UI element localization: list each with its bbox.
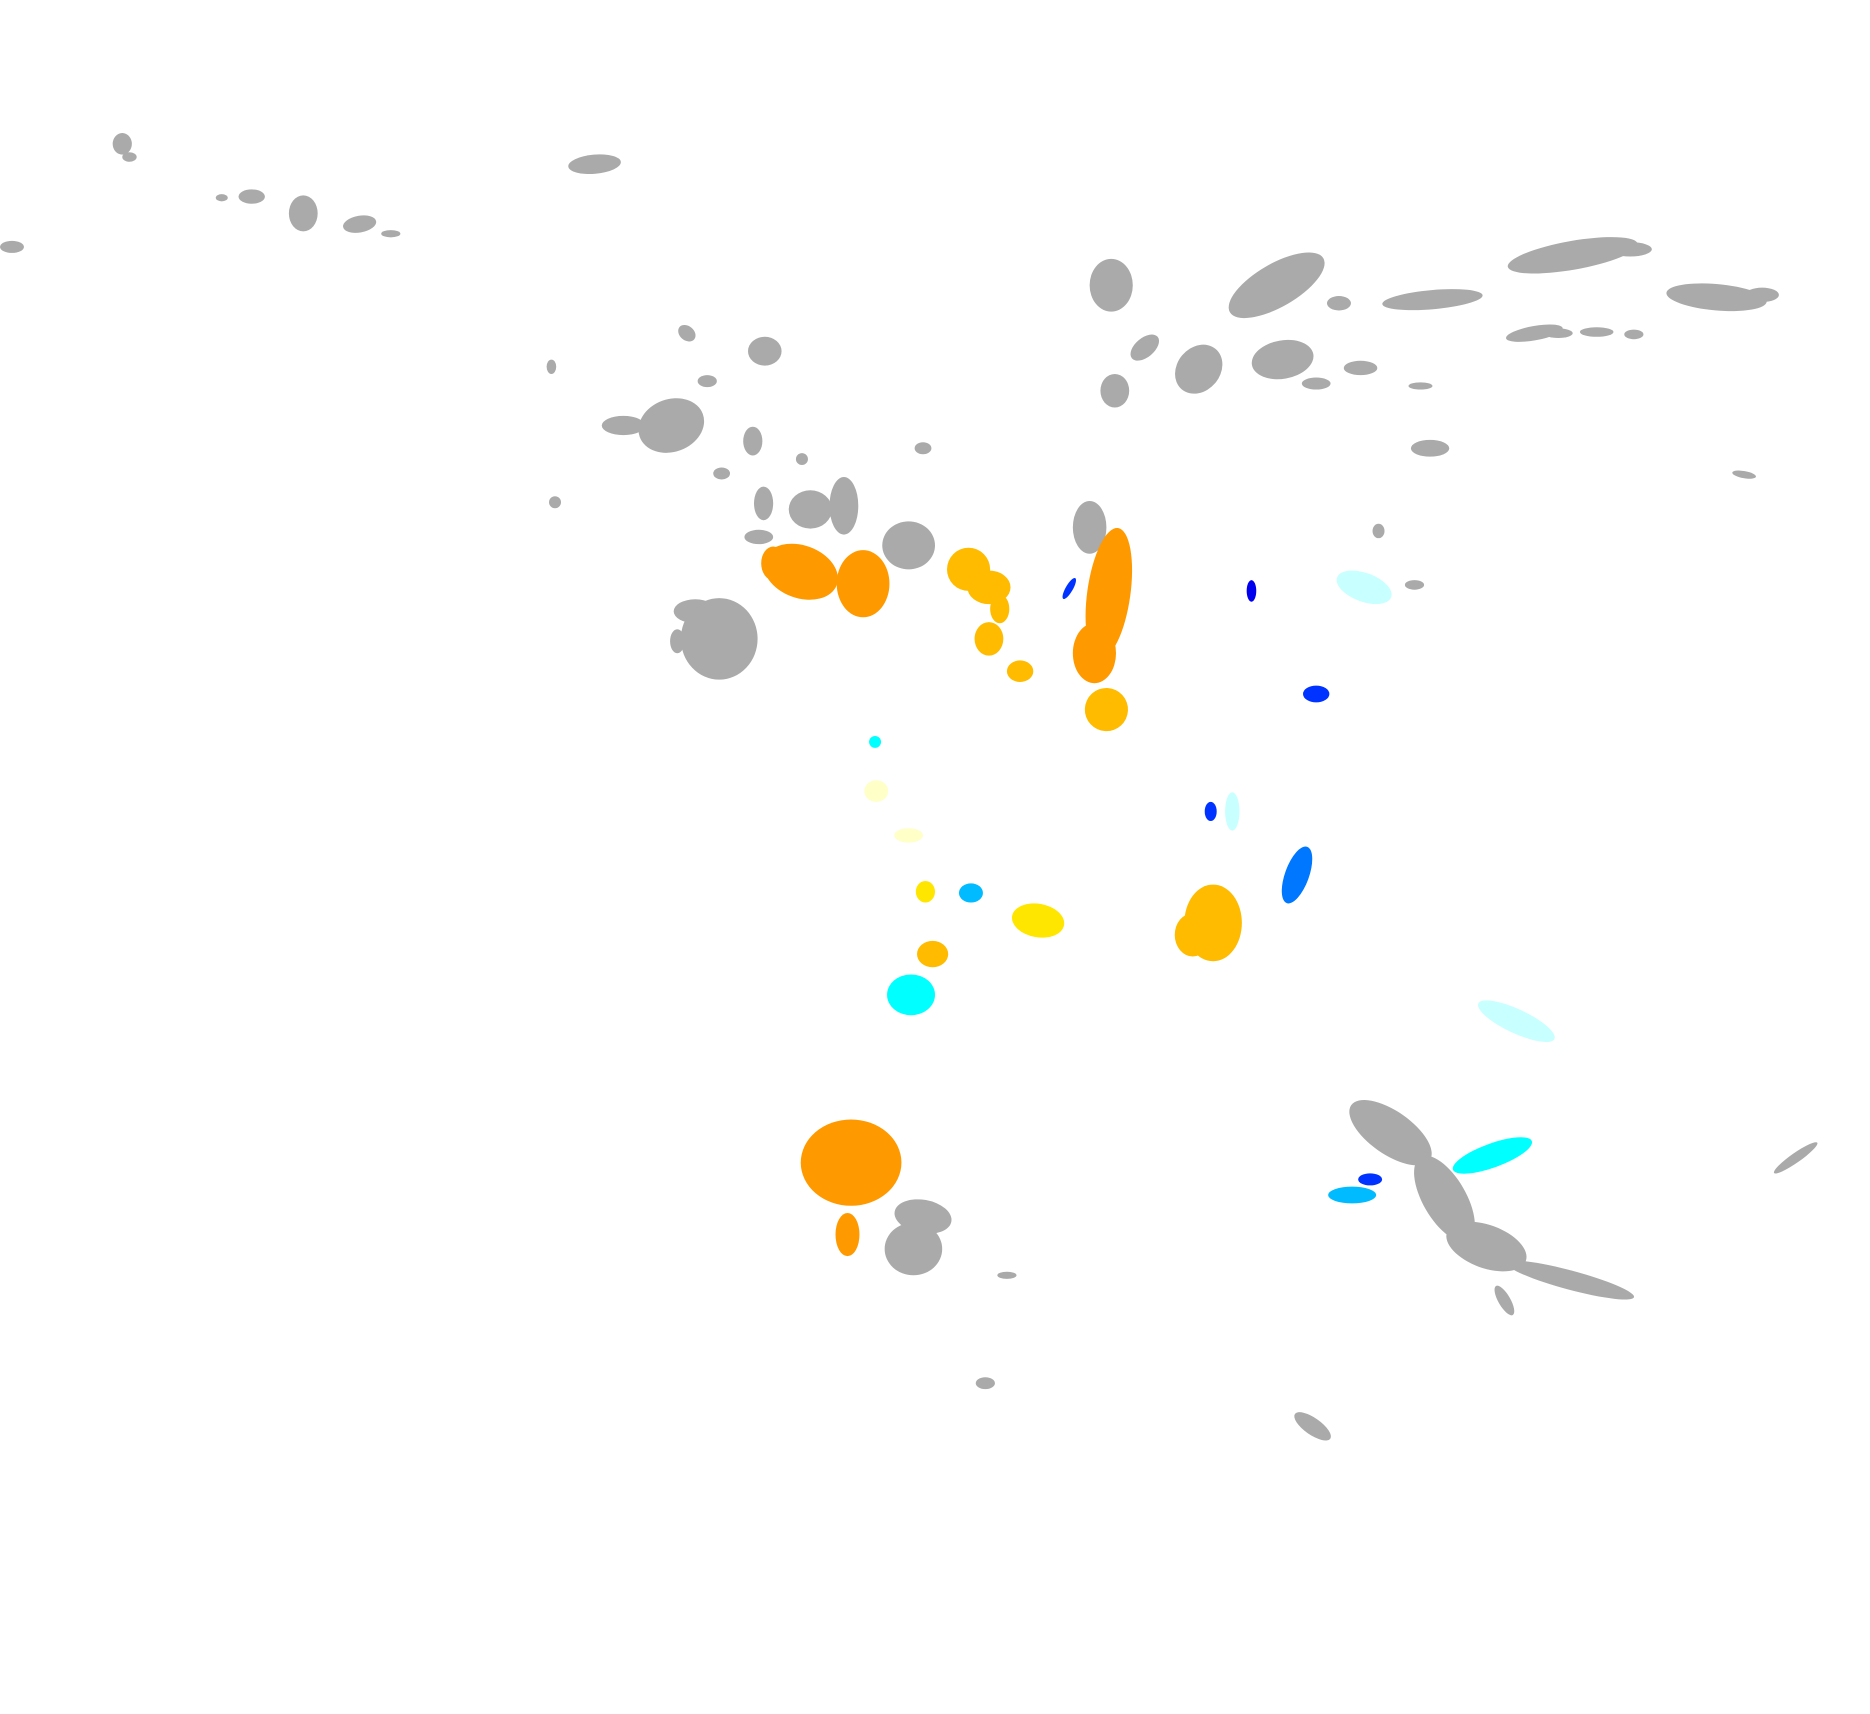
map-region-azure [1281,846,1313,904]
map-region-nodata [678,324,696,342]
map-region-blue [1358,1173,1383,1186]
map-region-nodata [215,194,228,202]
map-region-cyan [887,974,935,1016]
map-region-amber [974,622,1004,656]
map-region-paleyellow [894,828,924,843]
map-region-nodata [638,398,705,453]
map-region-blue [1204,801,1217,822]
map-region-nodata [997,1271,1017,1279]
map-region-nodata [1408,382,1433,390]
map-region-amber [1084,687,1128,732]
map-region-nodata [1666,283,1767,312]
map-regions [0,133,1818,1441]
map-region-nodata [697,375,717,388]
map-region-nodata [343,215,377,233]
map-region-deepblue [1246,580,1257,602]
map-region-nodata [975,1377,995,1390]
map-region-nodata [288,195,318,232]
map-region-nodata [381,230,401,238]
map-region-nodata [1372,523,1385,539]
map-region-orange [800,1119,902,1206]
map-region-nodata [568,154,621,175]
map-region-nodata [788,490,832,529]
map-region-nodata [1745,287,1779,303]
map-region-nodata [795,453,808,466]
map-region-nodata [238,189,265,204]
map-region-orange [835,1212,860,1257]
map-region-palecyan [1225,792,1240,831]
map-region-palecyan [1336,570,1392,605]
map-region-nodata [1175,344,1223,394]
map-region-nodata [1507,237,1638,274]
map-region-nodata [1543,328,1573,339]
map-region-nodata [1382,289,1483,311]
map-region-nodata [884,1222,943,1276]
map-region-nodata [1349,1099,1432,1166]
map-region-orange [836,550,890,618]
map-region-nodata [1089,258,1133,312]
map-region-skyblue [958,883,983,903]
map-region-nodata [1100,373,1130,408]
map-region-nodata [546,359,557,374]
map-region-nodata [1446,1221,1527,1272]
map-region-nodata [1414,1155,1475,1242]
map-region-blue [1303,685,1330,703]
map-region-nodata [601,415,645,436]
map-region-nodata [1410,439,1450,457]
map-region-cyan [869,735,882,748]
map-region-nodata [1608,242,1652,257]
map-region-nodata [1404,580,1425,590]
map-region-nodata [744,529,774,545]
map-region-amber [990,594,1010,624]
map-region-yellow [915,880,935,903]
map-region-nodata [1326,296,1351,311]
map-region-nodata [1506,1260,1635,1300]
map-region-amber [917,940,949,968]
map-region-nodata [549,496,561,509]
map-region-nodata [713,467,731,480]
map-region-nodata [1301,377,1331,390]
map-region-nodata [1343,360,1378,376]
map-region-nodata [748,336,782,366]
map-region-nodata [1624,329,1644,340]
map-region-nodata [1294,1412,1331,1441]
map-region-nodata [1494,1285,1515,1316]
map-region-paleyellow [864,780,889,802]
map-region-nodata [0,240,24,253]
map-region-nodata [882,521,935,570]
map-region-nodata [829,477,859,535]
map-region-amber [1174,913,1211,957]
map-region-nodata [122,152,137,162]
map-region-nodata [1579,327,1614,337]
map-region-orange [761,546,786,581]
map-region-cyan [1452,1137,1533,1174]
map-region-nodata [1251,339,1314,380]
map-region-nodata [914,442,932,455]
map-region-nodata [1505,324,1563,342]
map-region-yellow [1011,903,1065,938]
map-region-palecyan [1478,1000,1555,1043]
map-region-amber [1006,660,1034,683]
map-region-orange [1072,623,1117,684]
map-region-nodata [753,486,774,521]
map-region-nodata [1732,470,1756,479]
map-region-nodata [670,629,685,654]
map-region-blue [1062,577,1077,600]
map-region-nodata [112,133,132,155]
map-region-nodata [1228,252,1325,319]
map-region-nodata [673,599,717,624]
map-region-nodata [1072,501,1107,554]
map-region-nodata [743,426,763,456]
map-region-skyblue [1328,1186,1377,1204]
map-region-nodata [1130,334,1160,361]
map-region-nodata [1773,1142,1818,1174]
